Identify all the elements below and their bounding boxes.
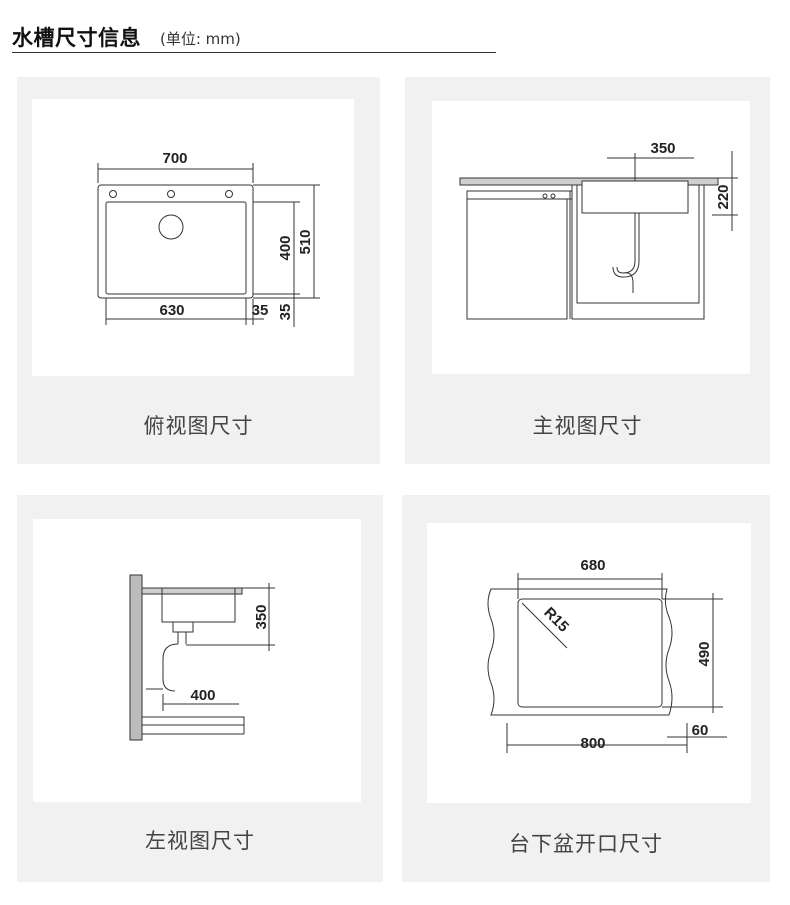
- drain-hole: [158, 214, 184, 240]
- dim-350: 350: [253, 604, 270, 629]
- dim-400: 400: [277, 235, 294, 260]
- dim-700: 700: [162, 150, 187, 167]
- dim-220: 220: [715, 184, 732, 209]
- front-view-drawing: 350 220: [432, 101, 750, 374]
- front-view-card: 350 220 主视图尺寸: [405, 77, 770, 464]
- top-view-svg: 700 630 35 400 510 35: [97, 150, 320, 327]
- side-view-drawing: 350 400: [33, 519, 361, 802]
- front-view-caption: 主视图尺寸: [532, 414, 643, 438]
- unit-note: (单位: mm): [160, 30, 241, 48]
- sink-bowl: [105, 201, 247, 295]
- sink-bowl: [161, 587, 236, 623]
- side-view-card: 350 400 左视图尺寸: [17, 495, 383, 882]
- dim-60: 60: [692, 722, 709, 739]
- left-cabinet: [466, 198, 568, 320]
- tap-hole: [225, 190, 233, 198]
- sink-bowl: [581, 180, 689, 214]
- top-view-caption: 俯视图尺寸: [143, 414, 254, 438]
- tap-hole: [167, 190, 175, 198]
- dim-400: 400: [190, 687, 215, 704]
- cutout-card: 680 R15 490 800 60 台下盆开口尺寸: [402, 495, 770, 882]
- section-title: 水槽尺寸信息: [12, 26, 141, 50]
- dim-35-bottom: 35: [277, 304, 294, 321]
- sink-outline: [97, 184, 254, 299]
- dim-490: 490: [696, 641, 713, 666]
- dim-800: 800: [580, 735, 605, 752]
- dim-510: 510: [297, 229, 314, 254]
- dim-680: 680: [580, 557, 605, 574]
- cutout-svg: 680 R15 490 800 60: [487, 557, 727, 753]
- top-view-card: 700 630 35 400 510 35 俯视图尺寸: [17, 77, 380, 464]
- dim-r15: R15: [540, 604, 571, 635]
- tap-hole: [109, 190, 117, 198]
- dim-630: 630: [159, 302, 184, 319]
- wall: [129, 574, 143, 741]
- cutout-rect: [517, 598, 663, 708]
- countertop-outline: [487, 588, 673, 716]
- section-header: 水槽尺寸信息 (单位: mm): [12, 22, 496, 53]
- cutout-drawing: 680 R15 490 800 60: [427, 523, 751, 803]
- dim-350: 350: [650, 140, 675, 157]
- front-view-svg: 350 220: [459, 140, 738, 320]
- side-view-caption: 左视图尺寸: [145, 829, 255, 853]
- dim-35-right: 35: [252, 302, 269, 319]
- top-view-drawing: 700 630 35 400 510 35: [32, 99, 354, 376]
- cutout-caption: 台下盆开口尺寸: [509, 832, 663, 856]
- side-view-svg: 350 400: [129, 574, 275, 741]
